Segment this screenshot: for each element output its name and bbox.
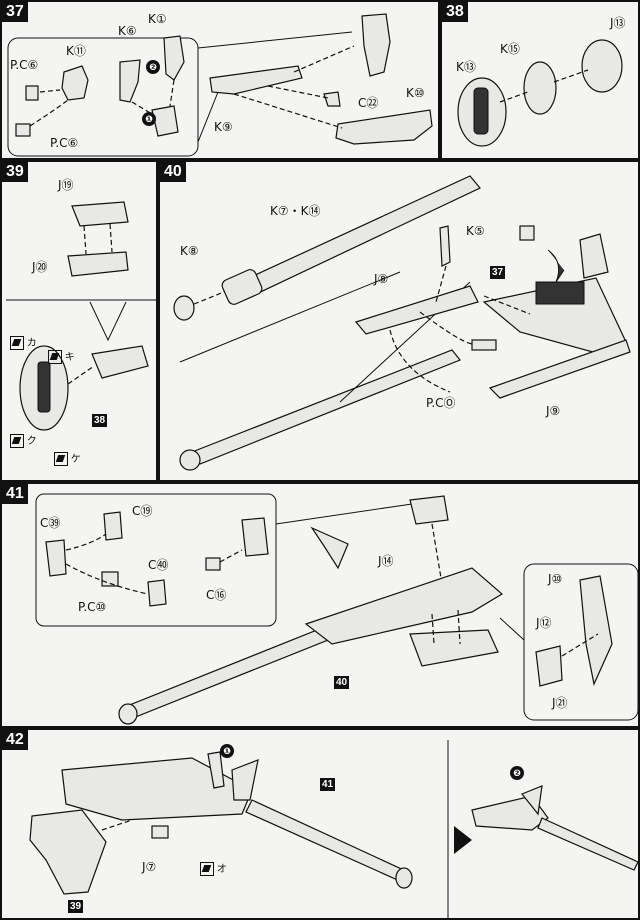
label-j13: J⑬ [610, 16, 626, 30]
label-pc10: P.C⑩ [78, 600, 107, 614]
step-number: 39 [2, 162, 28, 182]
label-k11: K⑪ [66, 44, 86, 58]
step-38-diagram [457, 39, 623, 147]
label-j8: J⑧ [374, 272, 389, 286]
label-pc6-bottom: P.C⑥ [50, 136, 79, 150]
reference-step-41: 41 [320, 778, 336, 791]
label-c16: C⑯ [206, 588, 227, 602]
label-j12: J⑫ [536, 616, 552, 630]
label-k5: K⑤ [466, 224, 485, 238]
reference-step-38: 38 [92, 414, 108, 427]
order-marker-2: ❷ [146, 60, 160, 74]
label-j10: J⑩ [548, 572, 563, 586]
marker-ke: ケ [54, 450, 81, 467]
next-arrow-icon [454, 826, 472, 854]
label-j20: J⑳ [32, 260, 48, 274]
label-c22: C㉒ [358, 96, 379, 110]
label-c19: C⑲ [132, 504, 153, 518]
marker-ka: カ [10, 334, 37, 351]
step-41-diagram [35, 493, 638, 725]
step-number: 40 [160, 162, 186, 182]
label-k8: K⑧ [180, 244, 199, 258]
step-37-panel: 37 K⑥ K① K⑪ P.C⑥ P.C⑥ K⑨ [0, 0, 440, 160]
step-38-panel: 38 K⑮ K⑬ J⑬ [440, 0, 640, 160]
label-k13: K⑬ [456, 60, 476, 74]
marker-ki: キ [48, 348, 75, 365]
label-c40: C㊵ [148, 558, 169, 572]
label-j21: J㉑ [552, 696, 568, 710]
label-j14: J⑭ [378, 554, 394, 568]
label-k10: K⑩ [406, 86, 425, 100]
order-marker-1: ❶ [142, 112, 156, 126]
step-42-diagram [29, 740, 638, 918]
label-j7: J⑦ [142, 860, 157, 874]
label-k9: K⑨ [214, 120, 233, 134]
step-number: 42 [2, 730, 28, 750]
label-c39: C㊴ [40, 516, 61, 530]
step-39-diagram [6, 201, 156, 431]
label-k6: K⑥ [118, 24, 137, 38]
reference-step-39: 39 [68, 900, 84, 913]
label-pco: P.CⓄ [426, 396, 456, 410]
label-k15: K⑮ [500, 42, 520, 56]
reference-step-37: 37 [490, 266, 506, 279]
order-marker-1: ❶ [220, 744, 234, 758]
step-37-diagram [7, 13, 433, 157]
step-40-panel: 40 K⑦・K⑭ K⑧ K⑤ J⑧ P.CⓄ [158, 160, 640, 482]
step-number: 37 [2, 2, 28, 22]
reference-step-40: 40 [334, 676, 350, 689]
step-41-panel: 41 C㊴ C [0, 482, 640, 728]
order-marker-2: ❷ [510, 766, 524, 780]
step-39-panel: 39 J⑲ J⑳ カ キ ク ケ 38 [0, 160, 158, 482]
label-j9: J⑨ [546, 404, 561, 418]
label-j19: J⑲ [58, 178, 74, 192]
step-40-diagram [173, 175, 631, 471]
marker-ku: ク [10, 432, 37, 449]
step-number: 38 [442, 2, 468, 22]
step-number: 41 [2, 484, 28, 504]
step-42-panel: 42 J⑦ オ ❶ ❷ 41 39 [0, 728, 640, 920]
label-pc6-top: P.C⑥ [10, 58, 39, 72]
label-k7-k14: K⑦・K⑭ [270, 204, 321, 218]
label-k1: K① [148, 12, 167, 26]
marker-o: オ [200, 860, 227, 877]
